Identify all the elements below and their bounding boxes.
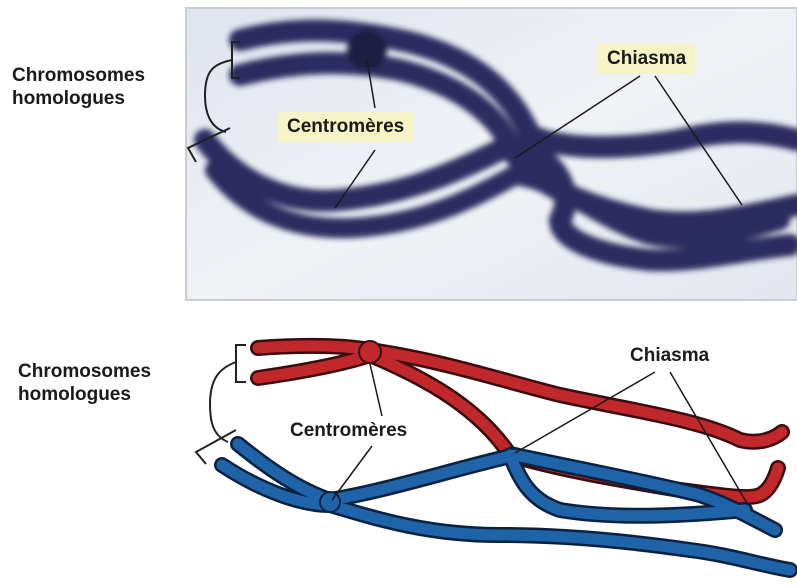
bottom-homologues-label: Chromosomes homologues [18,360,151,406]
bottom-centromeres-label: Centromères [286,419,411,443]
bottom-homologues-label-line1: Chromosomes [18,360,151,383]
micrograph-panel [186,8,797,300]
bottom-homologues-label-line2: homologues [18,383,151,406]
top-homologues-label-line2: homologues [12,87,145,110]
bottom-bracket-upper [236,345,246,382]
bottom-chiasma-label: Chiasma [626,344,713,368]
bottom-bracket-lower [196,430,236,464]
top-chiasma-label: Chiasma [598,44,695,74]
red-centromere [359,341,381,363]
schematic-panel [222,341,790,570]
top-centromeres-label: Centromères [278,112,413,142]
blue-centromere [320,492,340,512]
top-homologues-label: Chromosomes homologues [12,64,145,110]
bottom-centromere-leader-1 [370,364,382,416]
blue-homologue [222,444,790,570]
top-homologues-label-line1: Chromosomes [12,64,145,87]
bottom-brace [210,362,236,442]
